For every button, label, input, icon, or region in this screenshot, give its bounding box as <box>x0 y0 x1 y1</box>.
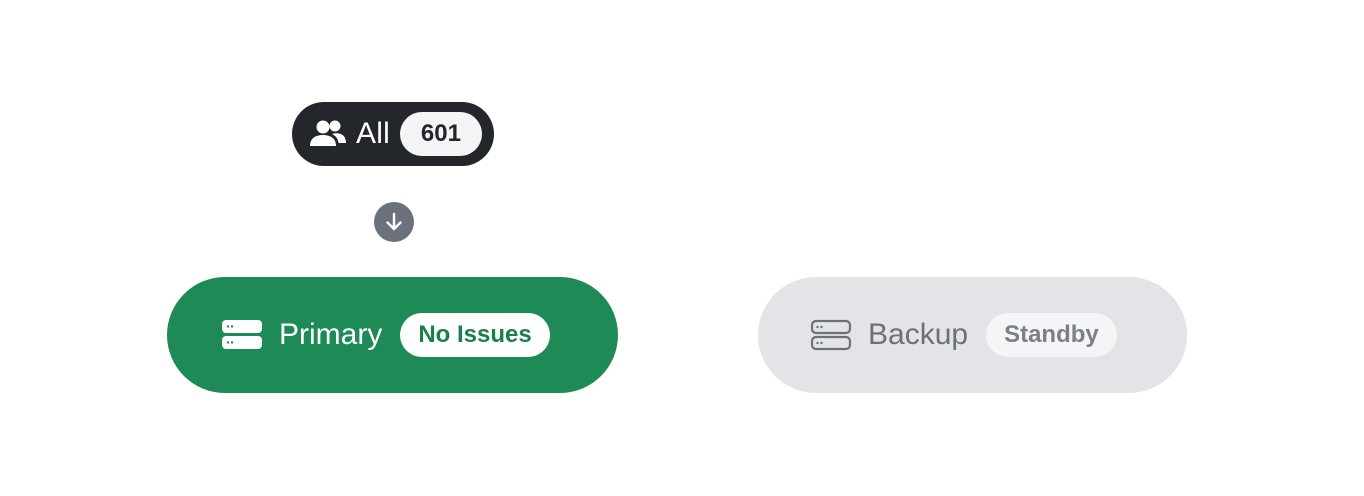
count-badge: 601 <box>399 112 482 156</box>
primary-node-pill[interactable]: Primary No Issues <box>167 277 618 393</box>
all-label: All <box>356 117 390 150</box>
backup-status-badge: Standby <box>986 313 1117 357</box>
server-icon <box>221 319 263 351</box>
primary-label: Primary <box>279 318 383 351</box>
backup-node-pill[interactable]: Backup Standby <box>758 277 1187 393</box>
users-icon <box>308 118 348 150</box>
all-segment-pill[interactable]: All 601 <box>292 102 494 166</box>
backup-label: Backup <box>868 318 969 351</box>
primary-status-badge: No Issues <box>400 313 550 357</box>
arrow-down-icon <box>374 202 414 242</box>
server-icon <box>810 319 852 351</box>
